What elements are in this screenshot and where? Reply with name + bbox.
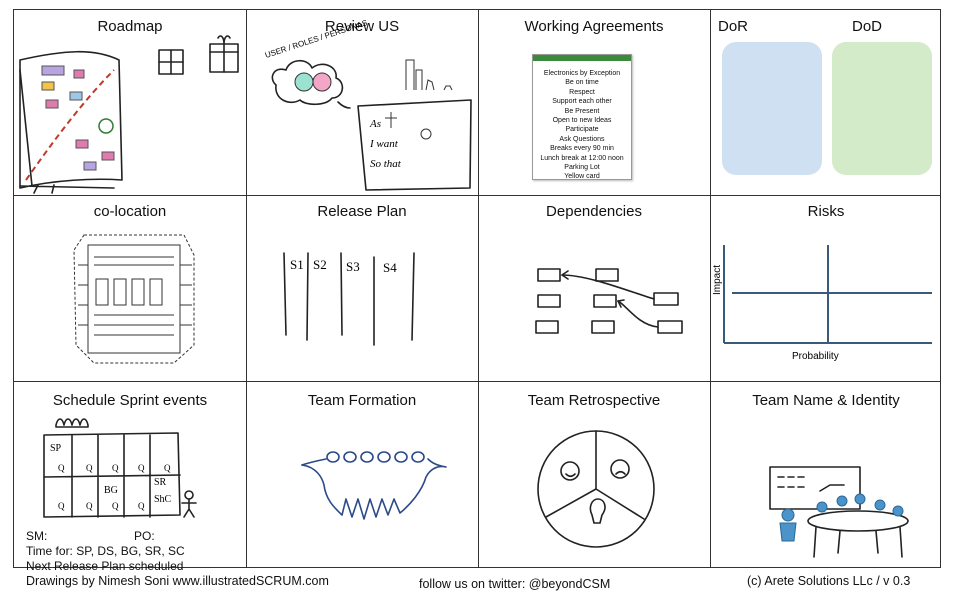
cell-title: Roadmap xyxy=(97,18,163,35)
cell-schedule-sprint-events: Schedule Sprint events SP BG SR ShC Q Q Q Q… xyxy=(14,381,246,573)
risk-matrix: Impact Probability xyxy=(712,245,932,362)
dor-title: DoR xyxy=(718,18,749,35)
sprint-s3: S3 xyxy=(346,259,360,274)
agreement-item: Open to new Ideas xyxy=(552,117,612,125)
grid-line xyxy=(478,10,480,567)
footer-credits: Drawings by Nimesh Soni www.illustratedS… xyxy=(26,574,329,588)
label-sr: SR xyxy=(154,477,167,488)
cell-title: co-location xyxy=(93,203,167,220)
sprint-calendar-drawing: SP BG SR ShC Q Q Q Q Q Q Q Q Q xyxy=(43,418,197,518)
note-po: PO: xyxy=(134,529,155,543)
label-sp: SP xyxy=(50,443,62,454)
svg-text:Q: Q xyxy=(112,501,119,511)
sprint-s2: S2 xyxy=(313,257,327,272)
cell-team-name-identity: Team Name & Identity xyxy=(710,381,942,569)
dor-box xyxy=(722,42,822,175)
cell-title: Team Name & Identity xyxy=(752,392,900,409)
cell-title: Team Retrospective xyxy=(527,392,661,409)
grid-line xyxy=(14,381,940,383)
cell-title: Schedule Sprint events xyxy=(52,392,208,409)
team-formation-drawing xyxy=(301,451,447,520)
note-next-release: Next Release Plan scheduled xyxy=(26,559,184,573)
arc-label: USER / ROLES / PERSONAS xyxy=(264,18,369,60)
retrospective-pie-drawing xyxy=(537,430,655,548)
agreement-item: Respect xyxy=(569,88,595,96)
agreement-item: Ask Questions xyxy=(559,135,605,143)
agreement-item: Parking Lot xyxy=(564,164,600,172)
cell-release-plan: Release Plan S1 S2 S3 S4 xyxy=(246,195,478,381)
card-header-bar xyxy=(533,55,631,61)
agreement-item: Lunch break at 12:00 noon xyxy=(540,154,624,162)
svg-text:Q: Q xyxy=(58,501,65,511)
dod-title: DoD xyxy=(852,18,883,35)
grid-line xyxy=(246,10,248,567)
cell-title: Release Plan xyxy=(317,203,407,220)
note-sm: SM: xyxy=(26,529,48,543)
label-bg: BG xyxy=(104,485,118,496)
release-plan-drawing: S1 S2 S3 S4 xyxy=(283,252,415,346)
agreement-item: Yellow card xyxy=(564,173,600,181)
svg-text:Q: Q xyxy=(138,463,145,473)
sprint-s4: S4 xyxy=(383,260,397,275)
agreement-item: Support each other xyxy=(552,98,612,106)
svg-text:Q: Q xyxy=(138,501,145,511)
grid-line xyxy=(14,195,940,197)
story-as: As xyxy=(369,118,381,130)
cell-risks: Risks Impact Probability xyxy=(710,195,942,381)
footer-twitter: follow us on twitter: @beyondCSM xyxy=(419,577,611,591)
note-time-for: Time for: SP, DS, BG, SR, SC xyxy=(26,544,185,558)
cell-title: Team Formation xyxy=(307,392,417,409)
risk-y-label: Impact xyxy=(712,265,723,295)
sprint-s1: S1 xyxy=(290,257,304,272)
dependencies-drawing xyxy=(535,268,683,334)
footer-copyright: (c) Arete Solutions LLc / v 0.3 xyxy=(747,574,911,588)
agreement-item: Be on time xyxy=(565,79,599,87)
svg-text:Q: Q xyxy=(86,463,93,473)
cell-team-formation: Team Formation xyxy=(246,381,478,569)
svg-text:Q: Q xyxy=(164,463,171,473)
cell-working-agreements: Working Agreements Electronics by Except… xyxy=(478,10,710,195)
cell-roadmap: Roadmap xyxy=(14,10,246,195)
floor-plan-drawing xyxy=(73,234,195,364)
svg-text:Q: Q xyxy=(58,463,65,473)
review-us-drawing: USER / ROLES / PERSONAS As I want So tha… xyxy=(264,18,472,191)
cell-title: Review US xyxy=(324,18,400,35)
cell-team-retrospective: Team Retrospective xyxy=(478,381,710,569)
grid-line xyxy=(710,10,712,567)
svg-text:Q: Q xyxy=(86,501,93,511)
agreement-item: Participate xyxy=(565,126,599,134)
agreement-item: Breaks every 90 min xyxy=(550,145,614,153)
cell-title: Dependencies xyxy=(546,203,642,220)
story-so-that: So that xyxy=(370,158,402,170)
roadmap-drawing xyxy=(19,35,239,194)
cell-dependencies: Dependencies xyxy=(478,195,710,381)
cell-co-location: co-location xyxy=(14,195,246,381)
cell-review-us: Review US USER / ROLES / PERSONAS As I w… xyxy=(246,10,478,195)
cell-title: Working Agreements xyxy=(524,18,664,35)
team-identity-drawing xyxy=(769,466,909,558)
label-shc: ShC xyxy=(154,494,172,505)
story-i-want: I want xyxy=(369,138,399,150)
cell-title: Risks xyxy=(807,203,845,220)
dod-box xyxy=(832,42,932,175)
agreement-item: Electronics by Exception xyxy=(543,70,621,77)
risk-x-label: Probability xyxy=(792,351,839,362)
canvas-grid: Roadmap Review US USER / ROL xyxy=(13,9,942,573)
svg-text:Q: Q xyxy=(112,463,119,473)
cell-dor-dod: DoR DoD xyxy=(710,10,942,195)
agreement-item: Be Present xyxy=(564,107,600,115)
